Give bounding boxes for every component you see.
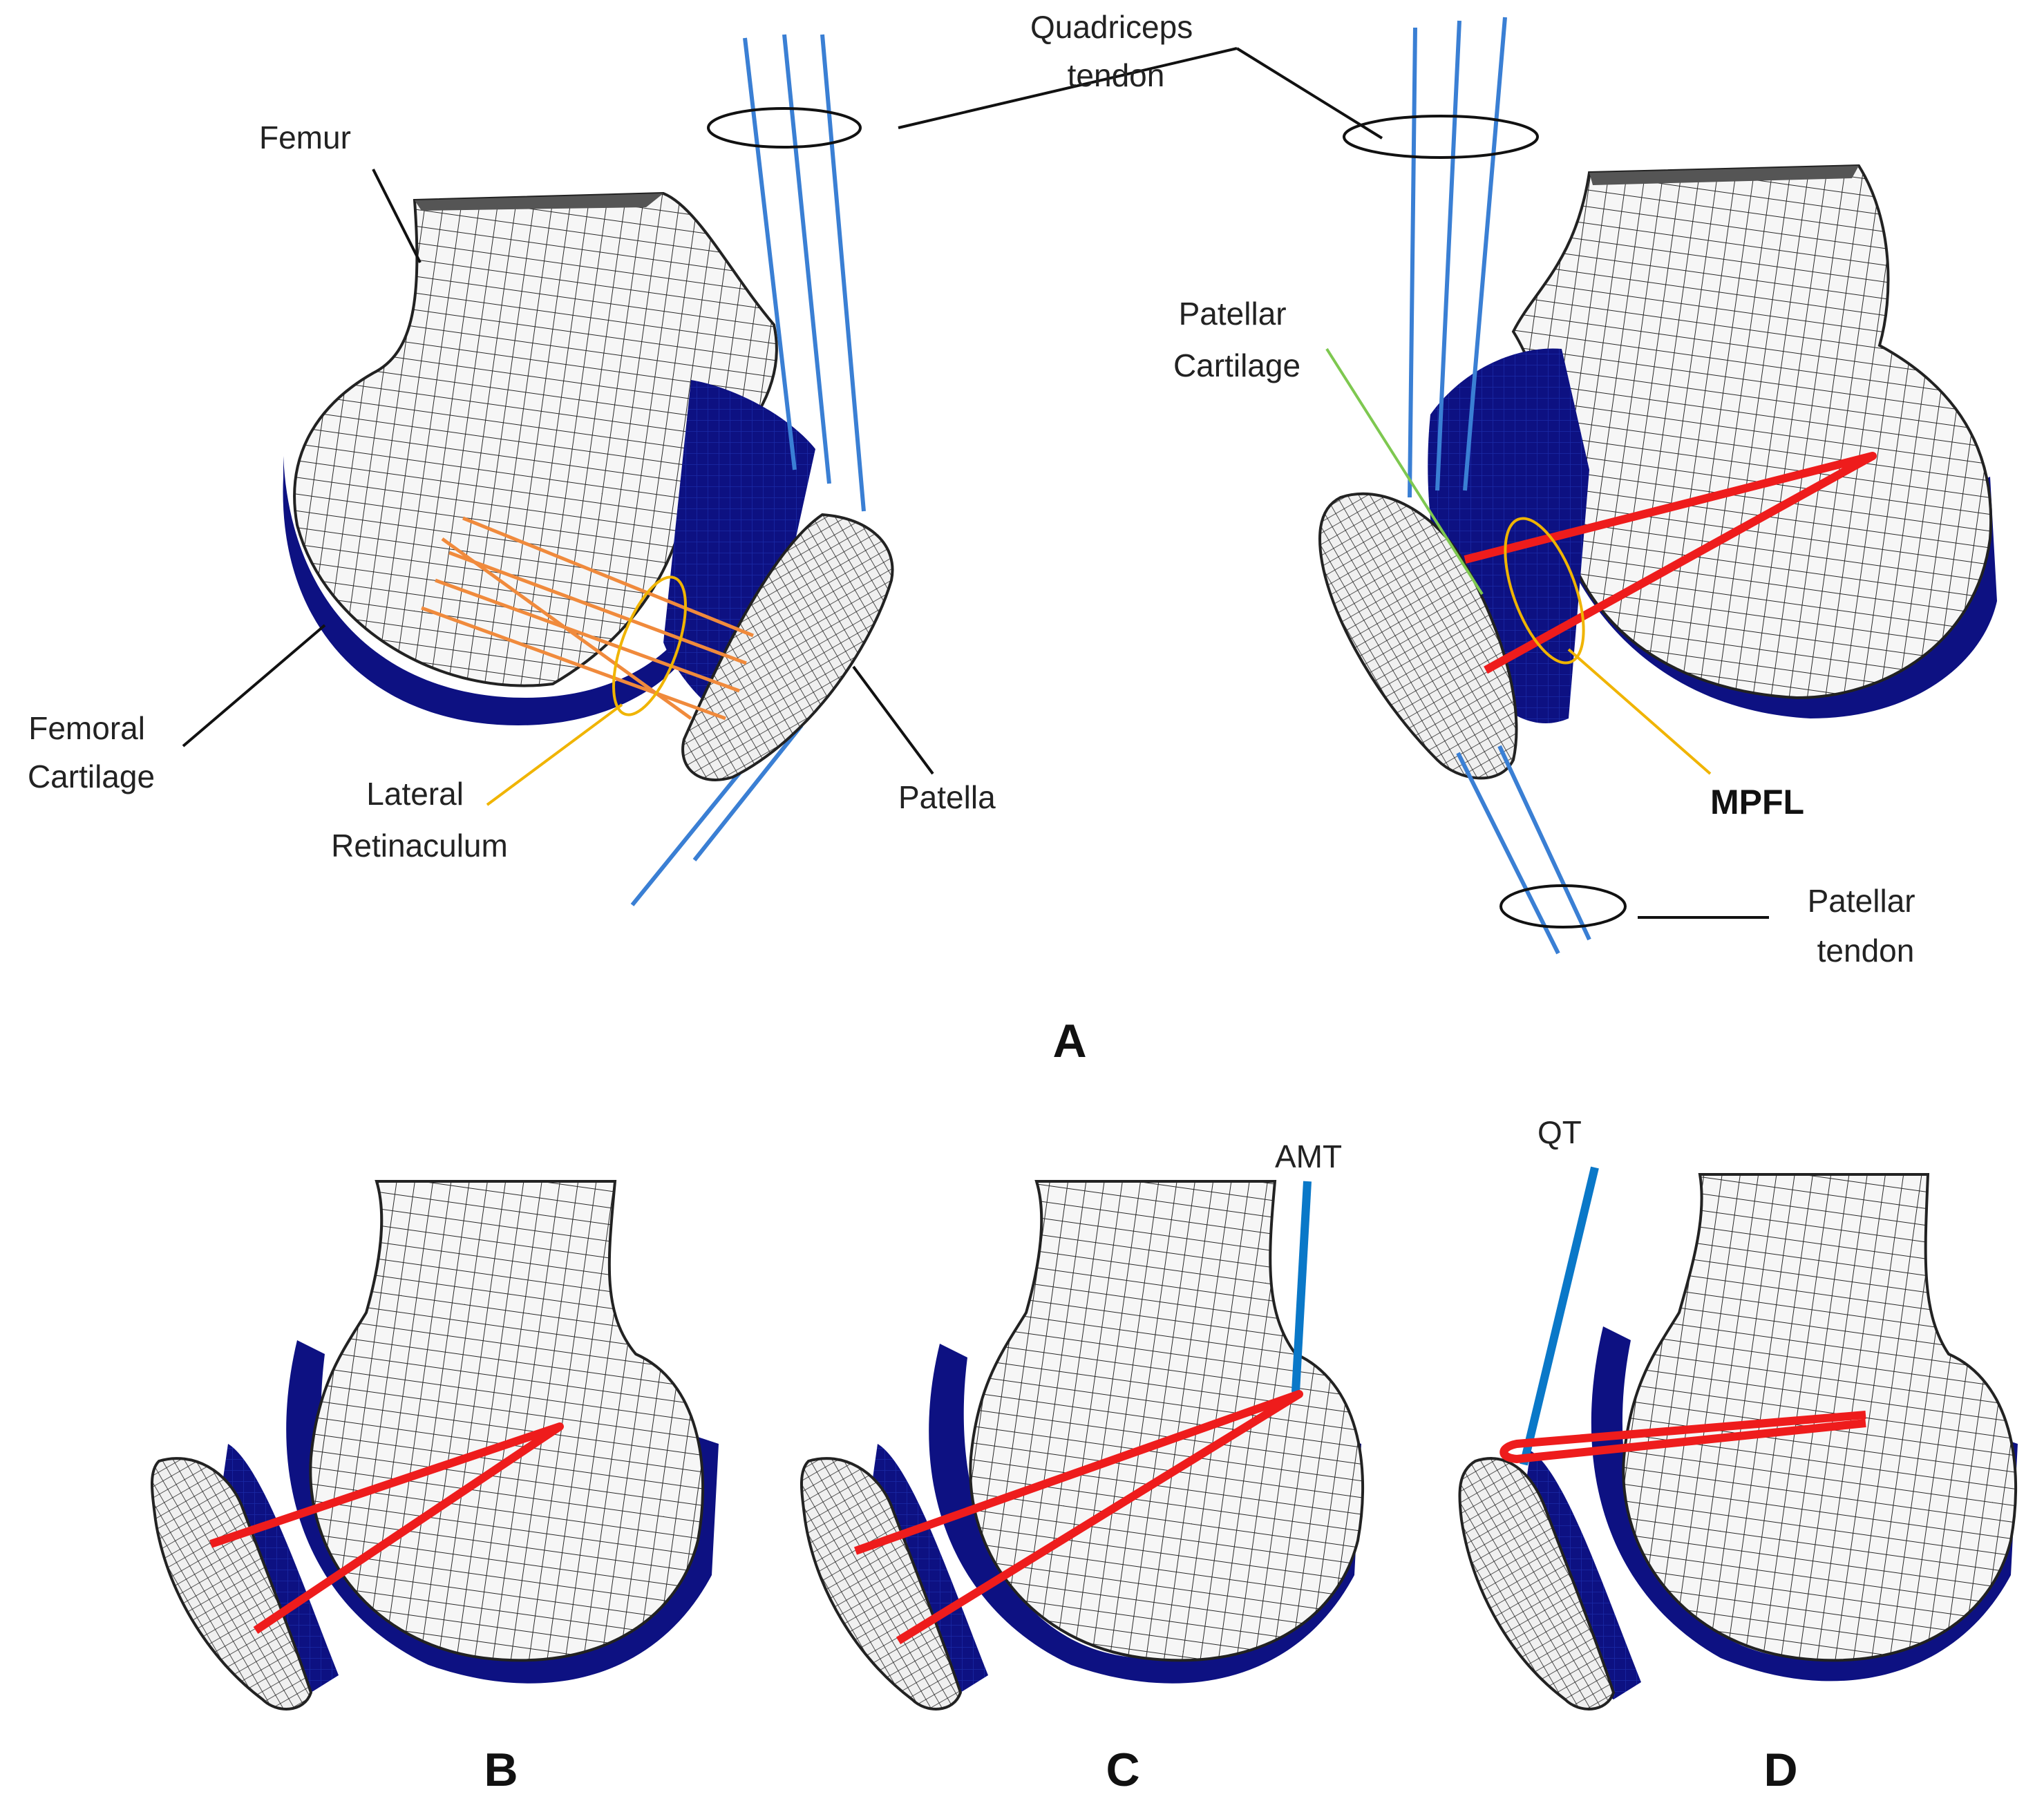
quadriceps-tendon-right-line-2 <box>1435 20 1461 491</box>
quadriceps-tendon-line-3 <box>820 34 866 512</box>
panel-label-a: A <box>1052 1015 1086 1067</box>
leader-quadriceps-right <box>1236 47 1383 140</box>
patellar-cartilage-left <box>663 380 815 732</box>
label-patellar-tendon: Patellar tendon <box>1808 883 1924 969</box>
leader-patellar-cartilage <box>1325 347 1484 595</box>
lateral-retinaculum-lines <box>421 516 754 721</box>
leader-quadriceps-left <box>898 47 1238 129</box>
label-quadriceps-tendon: Quadriceps tendon <box>1030 9 1202 93</box>
label-mpfl: MPFL <box>1710 783 1804 821</box>
patellar-tendon-ring <box>1499 884 1627 928</box>
label-femoral-cartilage: Femoral Cartilage <box>28 710 155 794</box>
leader-femoral-cartilage <box>182 624 326 747</box>
mpfl-graft-d <box>1499 1411 1866 1463</box>
label-patella: Patella <box>898 779 996 815</box>
quadriceps-tendon-ring-right <box>1343 115 1539 159</box>
mpfl-ring <box>1504 517 1585 665</box>
lateral-retinaculum-ring <box>612 575 687 716</box>
patellar-tendon-right-line-1 <box>1456 752 1560 955</box>
panel-c-knee <box>800 1180 1365 1711</box>
femur-left-top <box>415 193 663 211</box>
patella-c <box>800 1457 963 1711</box>
mpfl-graft-b <box>209 1422 564 1634</box>
mpfl-graft-c <box>853 1390 1303 1645</box>
label-qt: QT <box>1537 1114 1582 1150</box>
patellar-tendon-left-line-2 <box>692 724 804 861</box>
quadriceps-tendon-ring-left <box>707 107 862 149</box>
femur-right-top <box>1589 166 1859 185</box>
quadriceps-tendon-right-line-3 <box>1463 17 1507 491</box>
panel-label-b: B <box>484 1744 518 1796</box>
quadriceps-tendon-line-2 <box>782 34 831 484</box>
patella-d <box>1458 1457 1616 1711</box>
leader-patella <box>852 665 934 775</box>
patellar-cartilage-d <box>1524 1451 1641 1699</box>
leader-mpfl <box>1567 648 1712 775</box>
qt-tendon-line <box>1520 1166 1599 1466</box>
label-patellar-cartilage: Patellar Cartilage <box>1173 296 1300 383</box>
panel-d-knee <box>1458 1166 2018 1711</box>
patellar-cartilage-c <box>871 1444 988 1693</box>
patella-left <box>681 513 894 781</box>
panel-a-right-knee <box>1318 17 1997 955</box>
quadriceps-tendon-right-line-1 <box>1408 27 1417 498</box>
leader-femur <box>372 169 422 263</box>
label-lateral-retinaculum: Lateral Retinaculum <box>331 776 508 864</box>
leader-lateral-retinaculum <box>486 703 623 806</box>
patellar-cartilage-b <box>221 1444 339 1693</box>
amt-tendon-line <box>1291 1181 1312 1393</box>
panel-b-knee <box>151 1180 719 1711</box>
panel-label-c: C <box>1106 1744 1139 1796</box>
patellar-tendon-right-line-2 <box>1497 745 1591 941</box>
label-femur: Femur <box>259 120 351 155</box>
femur-right <box>1511 164 1992 700</box>
label-amt: AMT <box>1275 1138 1342 1174</box>
femur-b <box>309 1180 705 1662</box>
femur-left <box>293 191 778 687</box>
patella-b <box>151 1457 313 1711</box>
mpfl-graft-right <box>1464 452 1877 674</box>
panel-label-d: D <box>1763 1744 1797 1796</box>
panel-a-left-knee <box>283 34 894 906</box>
